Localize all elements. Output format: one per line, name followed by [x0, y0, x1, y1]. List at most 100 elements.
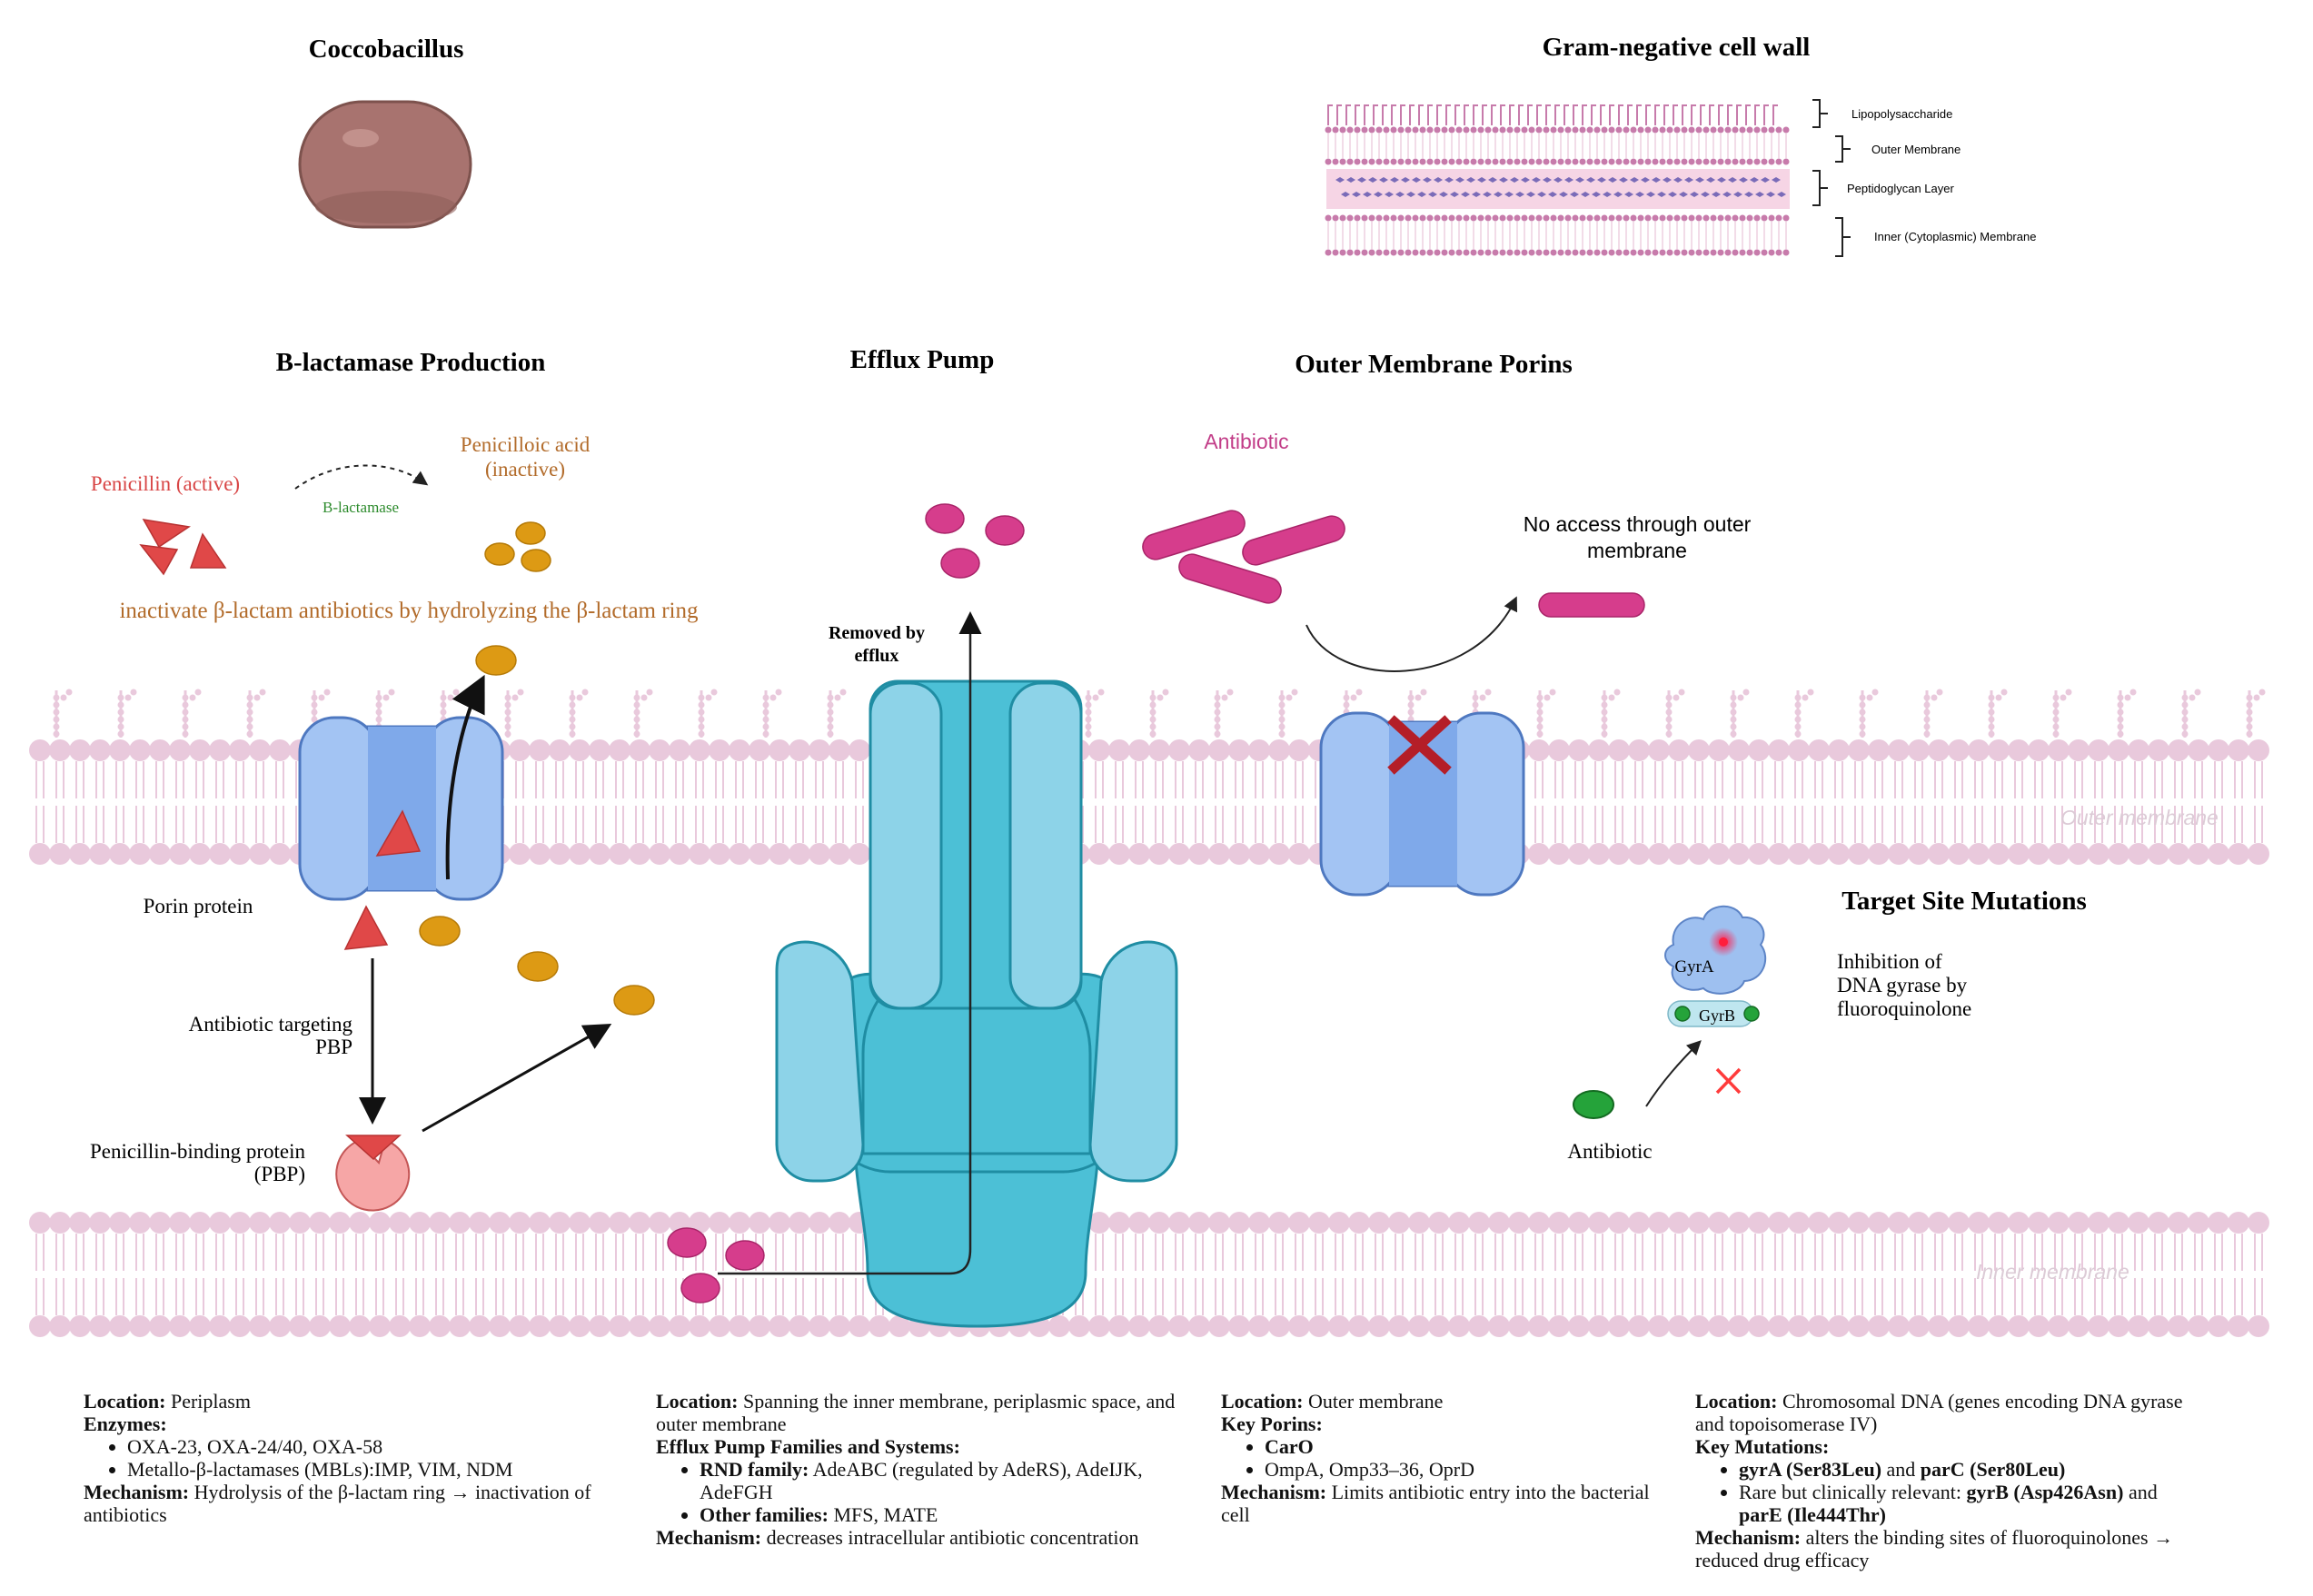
info-value: and [1881, 1458, 1921, 1481]
info-key: parC (Ser80Leu) [1920, 1458, 2066, 1481]
list-item: CarO [1265, 1435, 1314, 1458]
porin-protein-beta [298, 716, 504, 901]
lipopolysaccharide-chains [53, 689, 2266, 738]
target-site-title: Target Site Mutations [1841, 887, 2087, 916]
porin-protein-blocked [1319, 711, 1525, 897]
penicilloic-inactive-label: (inactive) [485, 458, 565, 481]
inhibition-label-2: DNA gyrase by [1837, 974, 1968, 996]
info-value: and [2123, 1481, 2158, 1503]
gyrb-label: GyrB [1699, 1006, 1735, 1025]
cell-wall-brackets [1812, 99, 1851, 257]
info-value: AdeABC (regulated by AdeRS), AdeIJK, Ade… [700, 1458, 1143, 1503]
no-access-label: No access through outer [1524, 512, 1752, 536]
pbp-protein [335, 1135, 411, 1212]
label-inner-membrane: Inner (Cytoplasmic) Membrane [1874, 230, 2036, 243]
inner-membrane [29, 1212, 2269, 1337]
label-lipopolysaccharide: Lipopolysaccharide [1851, 107, 1952, 121]
penicilloic-acid-label: Penicilloic acid [461, 433, 591, 456]
info-key: Mechanism: [1695, 1526, 1802, 1549]
info-key: Location: [1695, 1390, 1778, 1413]
inhibition-label-1: Inhibition of [1837, 950, 1942, 973]
deflection-arrow [1305, 596, 1518, 672]
beta-lactamase-enzyme-label: B-lactamase [323, 499, 399, 516]
info-target-site: Location: Chromosomal DNA (genes encodin… [1695, 1390, 2204, 1571]
info-key: Other families: [700, 1503, 829, 1526]
dna-gyrase-icon [1664, 905, 1767, 1027]
info-key: Mechanism: [1221, 1481, 1327, 1503]
info-key: Location: [84, 1390, 166, 1413]
info-key: Key Porins: [1221, 1413, 1323, 1435]
antibiotic-label-porins: Antibiotic [1204, 430, 1288, 453]
info-value: Hydrolysis of the β-lactam ring → inacti… [84, 1481, 591, 1526]
cell-wall-illustration [1325, 104, 1790, 256]
intracellular-antibiotics [667, 1227, 765, 1304]
efflux-pump [775, 679, 1178, 1328]
info-beta-lactamase: Location: Periplasm Enzymes: OXA-23, OXA… [84, 1390, 592, 1526]
efflux-path-arrow [718, 611, 982, 1275]
info-value: Periplasm [165, 1390, 251, 1413]
info-key: Mechanism: [656, 1526, 762, 1549]
acid-molecules-periplasm [419, 916, 655, 1016]
cell-wall-title: Gram-negative cell wall [1543, 33, 1811, 62]
info-key: Location: [656, 1390, 739, 1413]
info-porins: Location: Outer membrane Key Porins: Car… [1221, 1390, 1675, 1526]
info-efflux-pump: Location: Spanning the inner membrane, p… [656, 1390, 1183, 1549]
list-item: OmpA, Omp33–36, OprD [1265, 1458, 1675, 1481]
outer-membrane [29, 739, 2269, 865]
info-key: RND family: [700, 1458, 809, 1481]
info-value: Rare but clinically relevant: [1739, 1481, 1967, 1503]
penicillin-in-porin [375, 809, 422, 857]
info-value: Limits antibiotic entry into the bacteri… [1221, 1481, 1650, 1526]
info-value: alters the binding sites of fluoroquinol… [1695, 1526, 2174, 1571]
no-binding-cross-icon [1715, 1067, 1742, 1095]
inhibition-label-3: fluoroquinolone [1837, 997, 1971, 1020]
info-key: Enzymes: [84, 1413, 167, 1435]
penicillin-molecules [139, 519, 227, 576]
efflux-pump-title: Efflux Pump [850, 345, 995, 374]
label-outer-membrane: Outer Membrane [1871, 143, 1961, 156]
removed-by-label: Removed by [829, 623, 925, 643]
penicilloic-acid-molecules [484, 521, 551, 572]
info-key: Key Mutations: [1695, 1435, 1830, 1458]
conversion-arrow [294, 464, 429, 490]
info-key: Mechanism: [84, 1481, 190, 1503]
beta-lactamase-title: B-lactamase Production [276, 348, 546, 377]
antibiotic-molecule-green [1573, 1090, 1614, 1119]
antibiotic-targeting-label: Antibiotic targeting [189, 1013, 353, 1036]
porins-title: Outer Membrane Porins [1295, 350, 1573, 379]
acid-molecule-exit [475, 645, 517, 676]
pbp-label-abbrev: (PBP) [254, 1163, 305, 1185]
antibiotic-rods [1142, 510, 1645, 618]
expelled-antibiotics [925, 503, 1025, 579]
label-peptidoglycan: Peptidoglycan Layer [1847, 182, 1954, 195]
info-key: gyrB (Asp426Asn) [1966, 1481, 2124, 1503]
info-value: decreases intracellular antibiotic conce… [761, 1526, 1139, 1549]
info-key: Location: [1221, 1390, 1304, 1413]
binding-arrow [1645, 1040, 1702, 1107]
info-key: parE (Ile444Thr) [1739, 1503, 1886, 1526]
info-key: Efflux Pump Families and Systems: [656, 1435, 960, 1458]
beta-lactamase-description: inactivate β-lactam antibiotics by hydro… [119, 599, 699, 623]
info-value: Spanning the inner membrane, periplasmic… [656, 1390, 1176, 1435]
coccobacillus-icon [298, 100, 472, 229]
pbp-abbrev-label: PBP [315, 1036, 352, 1058]
antibiotic-label-target: Antibiotic [1567, 1140, 1652, 1163]
outer-membrane-label: Outer membrane [2060, 806, 2219, 829]
list-item: Metallo-β-lactamases (MBLs):IMP, VIM, ND… [127, 1458, 592, 1481]
no-access-label-line2: membrane [1587, 539, 1687, 562]
info-value: Outer membrane [1303, 1390, 1444, 1413]
info-key: gyrA (Ser83Leu) [1739, 1458, 1882, 1481]
info-value: MFS, MATE [828, 1503, 938, 1526]
penicillin-active-label: Penicillin (active) [91, 472, 240, 495]
gyra-label: GyrA [1674, 957, 1714, 976]
exit-arrow [445, 674, 485, 880]
porin-protein-label: Porin protein [144, 895, 253, 917]
penicillin-below-porin [343, 905, 389, 950]
blocked-cross-icon [1387, 715, 1452, 775]
coccobacillus-title: Coccobacillus [309, 35, 464, 64]
release-arrow [422, 1024, 612, 1133]
efflux-label: efflux [855, 646, 899, 666]
pbp-label: Penicillin-binding protein [90, 1140, 305, 1163]
list-item: OXA-23, OXA-24/40, OXA-58 [127, 1435, 592, 1458]
